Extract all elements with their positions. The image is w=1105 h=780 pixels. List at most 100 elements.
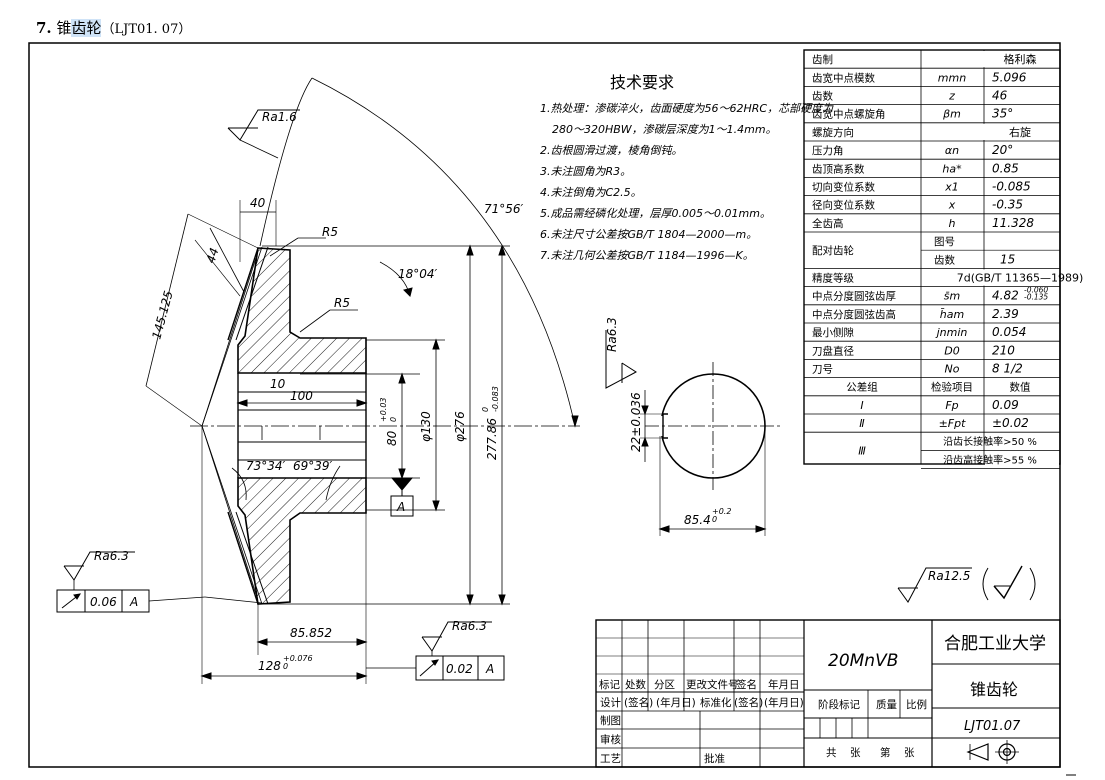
dim-tol: +0.076 xyxy=(283,654,313,663)
ra-label: Ra12.5 xyxy=(928,569,970,583)
param-tol: -0.060 xyxy=(1024,286,1048,295)
design-label: 设计 xyxy=(600,696,621,709)
row-label: 审核 xyxy=(600,733,621,746)
datum-triangle xyxy=(390,477,414,491)
req-line: 5.成品需经磷化处理，层厚0.005～0.01mm。 xyxy=(540,207,771,220)
req-line: 4.未注倒角为C2.5。 xyxy=(540,186,642,199)
merged-cell xyxy=(985,451,1059,468)
param-value: 4.82 xyxy=(992,289,1019,303)
param-value: 5.096 xyxy=(992,70,1027,84)
dim-tol: 0 xyxy=(283,662,288,671)
dim-tol: 0 xyxy=(481,407,490,412)
param-symbol: ha* xyxy=(942,162,962,175)
tol-item: 沿齿高接触率>55 % xyxy=(943,453,1037,466)
param-value: 2.39 xyxy=(992,307,1019,321)
dim-label: 145.125 xyxy=(149,289,175,341)
mass-label: 质量 xyxy=(876,699,897,711)
rev-label: 分区 xyxy=(654,679,675,691)
param-label: 齿宽中点模数 xyxy=(812,71,875,84)
param-value: 0.85 xyxy=(992,161,1019,175)
radius-label: R5 xyxy=(322,225,338,239)
merged-cell xyxy=(985,433,1059,450)
tol-group: Ⅰ xyxy=(860,399,863,412)
param-label: 精度等级 xyxy=(812,272,854,285)
param-label: 螺旋方向 xyxy=(812,126,854,139)
rev-label: 处数 xyxy=(625,678,646,691)
req-line: 1.热处理：渗碳淬火，齿面硬度为56～62HRC，芯部硬度为 xyxy=(540,102,834,115)
angle-label: 18°04′ xyxy=(398,267,438,281)
general-roughness xyxy=(897,565,1036,603)
param-symbol: h̄am xyxy=(940,308,964,321)
arc-71-56 xyxy=(311,77,576,427)
sheet-label: 张 xyxy=(904,747,915,759)
drawing-number: LJT01.07 xyxy=(964,719,1021,734)
req-line: 6.未注尺寸公差按GB/T 1804—2000—m。 xyxy=(540,228,757,241)
approve-label: 批准 xyxy=(704,752,725,765)
tol-value: 0.02 xyxy=(446,662,473,676)
param-value: 格利森 xyxy=(1004,52,1037,66)
span-cell xyxy=(922,123,1059,140)
dim-label: 44 xyxy=(204,246,222,265)
figure-heading: 7. 锥齿轮（LJT01. 07） xyxy=(36,17,191,38)
dim-tol: +0.03 xyxy=(379,397,388,422)
tol-item: ±Fpt xyxy=(939,417,967,430)
param-label: 刀盘直径 xyxy=(812,344,854,357)
ra-label: Ra6.3 xyxy=(452,619,487,633)
datum-label: A xyxy=(396,500,405,514)
dim-label: 80 xyxy=(385,430,399,446)
gear-section-view xyxy=(56,77,580,684)
dim-label: 100 xyxy=(290,389,313,403)
param-value: 0.054 xyxy=(992,325,1026,339)
param-label: 刀号 xyxy=(812,364,833,376)
dim-tol: -0.083 xyxy=(491,386,500,412)
span-cell xyxy=(922,51,1059,68)
param-symbol: mmn xyxy=(938,71,966,84)
param-symbol: h xyxy=(949,217,956,230)
rev-label: 签名 xyxy=(736,678,757,691)
param-value: 11.328 xyxy=(992,216,1034,230)
param-label: 最小侧隙 xyxy=(812,326,854,339)
tol-group: Ⅲ xyxy=(858,444,866,457)
param-symbol: 齿数 xyxy=(934,253,955,266)
param-label: 齿数 xyxy=(812,90,833,103)
tol-ref: A xyxy=(485,662,494,676)
part-name: 锥齿轮 xyxy=(970,680,1018,699)
param-symbol: 图号 xyxy=(934,236,955,248)
ra-label: Ra6.3 xyxy=(605,317,619,352)
param-value: -0.085 xyxy=(992,180,1031,194)
keyway-view xyxy=(605,330,780,536)
figure-code: （LJT01. 07） xyxy=(101,22,192,37)
sheet-label: 第 xyxy=(880,746,891,759)
param-label: 配对齿轮 xyxy=(812,244,854,257)
req-line: 2.齿根圆滑过渡，棱角倒钝。 xyxy=(540,144,683,157)
dim-label: 128 xyxy=(258,659,281,673)
param-value: 右旋 xyxy=(1009,125,1031,139)
design-label: (年月日) xyxy=(656,696,696,709)
param-value: 46 xyxy=(992,89,1008,103)
dim-label: 10 xyxy=(270,377,286,391)
param-symbol: z xyxy=(948,90,955,103)
req-line: 7.未注几何公差按GB/T 1184—1996—K。 xyxy=(540,249,754,262)
param-symbol: αn xyxy=(945,144,959,157)
req-line: 3.未注圆角为R3。 xyxy=(540,165,631,178)
dim-label: 40 xyxy=(250,196,266,210)
figure-number: 7. xyxy=(36,19,52,37)
param-symbol: s̄m xyxy=(944,290,960,303)
ra-label: Ra6.3 xyxy=(94,549,129,563)
angle-label: 69°39′ xyxy=(293,459,333,473)
param-label: 中点分度圆弦齿高 xyxy=(812,308,896,321)
school-name: 合肥工业大学 xyxy=(944,634,1046,654)
tol-value: 0.09 xyxy=(992,398,1019,412)
row-label: 工艺 xyxy=(600,753,621,765)
rev-label: 更改文件号 xyxy=(686,678,739,691)
dim-tol: 0 xyxy=(389,417,398,422)
dimension-labels: Ra1.6 40 44 145.125 R5 R5 18°04′ 71°56′ … xyxy=(90,110,970,676)
design-label: (签名) xyxy=(734,696,763,709)
figure-title-prefix: 锥 xyxy=(56,19,72,37)
tol-header: 数值 xyxy=(1010,381,1032,394)
dim-tol: 0 xyxy=(712,515,717,524)
dim-tol: +0.2 xyxy=(712,507,731,516)
title-block xyxy=(595,619,1061,768)
param-label: 切向变位系数 xyxy=(812,181,875,194)
